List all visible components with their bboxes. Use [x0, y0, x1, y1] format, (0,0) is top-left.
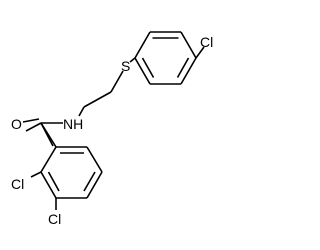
atom-oxygen: O: [11, 116, 22, 132]
atom-chlorine-meta: Cl: [11, 176, 24, 192]
amide-group: [22, 118, 63, 147]
atom-chlorine-para: Cl: [200, 34, 213, 50]
atom-chlorine-para-2: Cl: [48, 211, 61, 227]
atom-sulfur: S: [121, 58, 130, 74]
bond-ring-cl-left: [30, 171, 42, 178]
atom-nitrogen-h: NH: [63, 116, 83, 132]
ethyl-thio-linker: [78, 57, 136, 117]
molecule-structure: Cl S NH O Cl Cl: [11, 31, 213, 227]
dichlorophenyl-ring: [40, 122, 103, 199]
bond-ring-cl: [195, 46, 205, 59]
chlorophenyl-ring: [134, 31, 197, 85]
